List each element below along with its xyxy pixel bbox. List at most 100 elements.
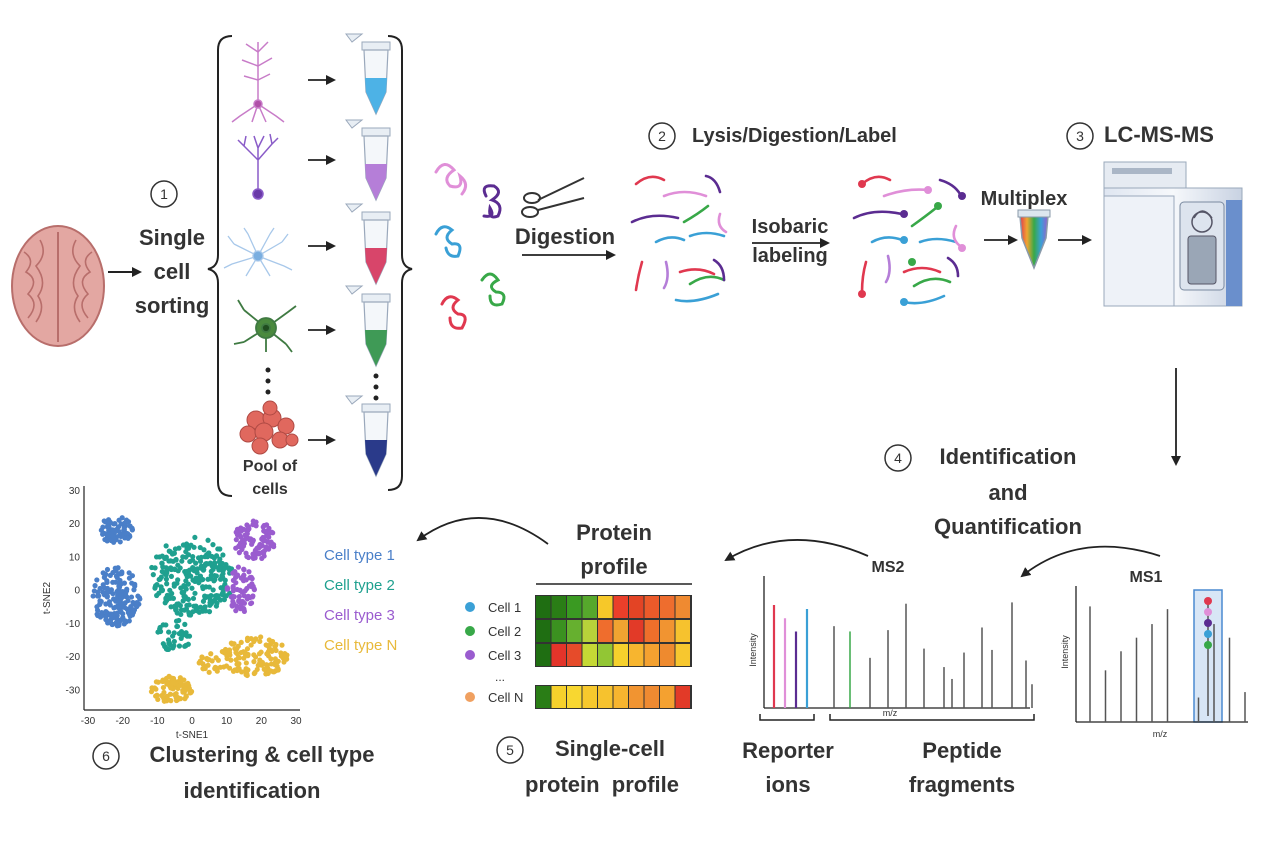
tsne-point [230,668,237,674]
heatmap-cell [567,620,582,642]
tsne-point [175,562,181,568]
tsne-point [176,683,182,689]
tsne-point [165,566,171,572]
tsne-point [232,569,238,575]
heatmap-cell [644,644,659,666]
tsne-point [251,652,257,658]
tsne-point [170,595,177,601]
tsne-point [113,527,119,533]
tsne-point [202,593,208,599]
tsne-point [174,610,180,616]
ellipsis-dot [373,395,379,401]
tsne-point [194,570,200,576]
step3-label: LC-MS-MS [1104,122,1214,147]
heatmap-cell [629,644,644,666]
tsne-point [178,628,185,635]
step6-label-line1: Clustering & cell type [150,742,375,767]
tsne-point [150,572,156,578]
tsne-x-tick: -30 [81,716,96,727]
tsne-point [208,593,214,599]
cell-dot [465,692,475,702]
tsne-point [113,579,119,585]
tsne-point [242,537,248,543]
ms2-spectrum: MS2 Intensity m/z [724,539,1035,721]
step1-label-line3: sorting [135,293,210,318]
tsne-point [245,554,252,561]
tsne-point [229,641,235,647]
tsne-point [213,603,220,609]
step5-number: 5 [506,742,514,758]
tsne-point [167,691,173,697]
tsne-point [168,604,174,610]
step4-marker: 4 [884,444,912,472]
tsne-point [165,596,171,602]
tsne-point [121,580,128,586]
step4-label-line2: and [988,480,1027,505]
heatmap-cell [551,686,566,708]
tsne-point [126,611,133,617]
step1-label-line1: Single [139,225,205,250]
tsne-point [174,601,180,607]
tsne-point [245,651,251,658]
tsne-point [177,675,183,681]
tsne-point [221,597,227,603]
heatmap-cell [629,596,644,618]
step6-marker: 6 [92,742,120,770]
tsne-point [252,669,258,676]
heatmap-cell [675,620,690,642]
tsne-point [160,684,167,691]
tsne-point [180,542,186,548]
tsne-point [194,605,200,612]
tube-group [345,33,391,478]
tsne-point [90,593,96,599]
tsne-point [201,547,207,553]
tsne-point [176,643,183,649]
tsne-point [119,531,125,537]
heatmap-row: Cell 1 [465,595,692,619]
tsne-point [215,546,221,552]
tsne-point [102,536,108,543]
tsne-point [186,545,192,551]
astrocyte-icon [223,227,293,277]
tsne-point [153,554,160,560]
tsne-point [153,686,159,692]
pool-label-line1: Pool of [243,458,298,475]
heatmap-cell [660,686,675,708]
tsne-point [284,656,290,662]
tsne-point [99,609,105,616]
peptide-fragments-line2: fragments [909,772,1015,797]
tsne-point [184,682,190,688]
tsne-y-tick: 10 [69,552,81,563]
tsne-point [246,526,252,532]
heatmap-cell [644,596,659,618]
heatmap-cell [551,620,566,642]
heatmap-cell [551,644,566,666]
tsne-point [230,600,236,606]
tsne-point [258,634,264,640]
tsne-point [263,544,269,550]
tsne-point [181,582,187,589]
tsne-point [197,558,204,564]
tsne-point [98,598,104,605]
heatmap-cell [598,596,613,618]
tsne-point [224,655,230,662]
tsne-point [161,698,167,704]
tsne-point [103,571,109,577]
tsne-point [104,593,110,599]
tsne-point [113,596,120,603]
tsne-point [159,678,166,684]
tsne-point [184,568,190,575]
tsne-point [204,655,210,662]
tsne-point [196,580,202,586]
tsne-x-tick: -10 [150,716,165,727]
step3-marker: 3 [1066,122,1094,150]
tsne-point [207,599,213,606]
tsne-point [163,554,169,560]
tsne-point [205,537,211,543]
peptide-fragments-labeled [852,175,966,306]
tsne-point [183,606,190,612]
tsne-point [152,584,158,590]
tsne-point [173,618,180,624]
